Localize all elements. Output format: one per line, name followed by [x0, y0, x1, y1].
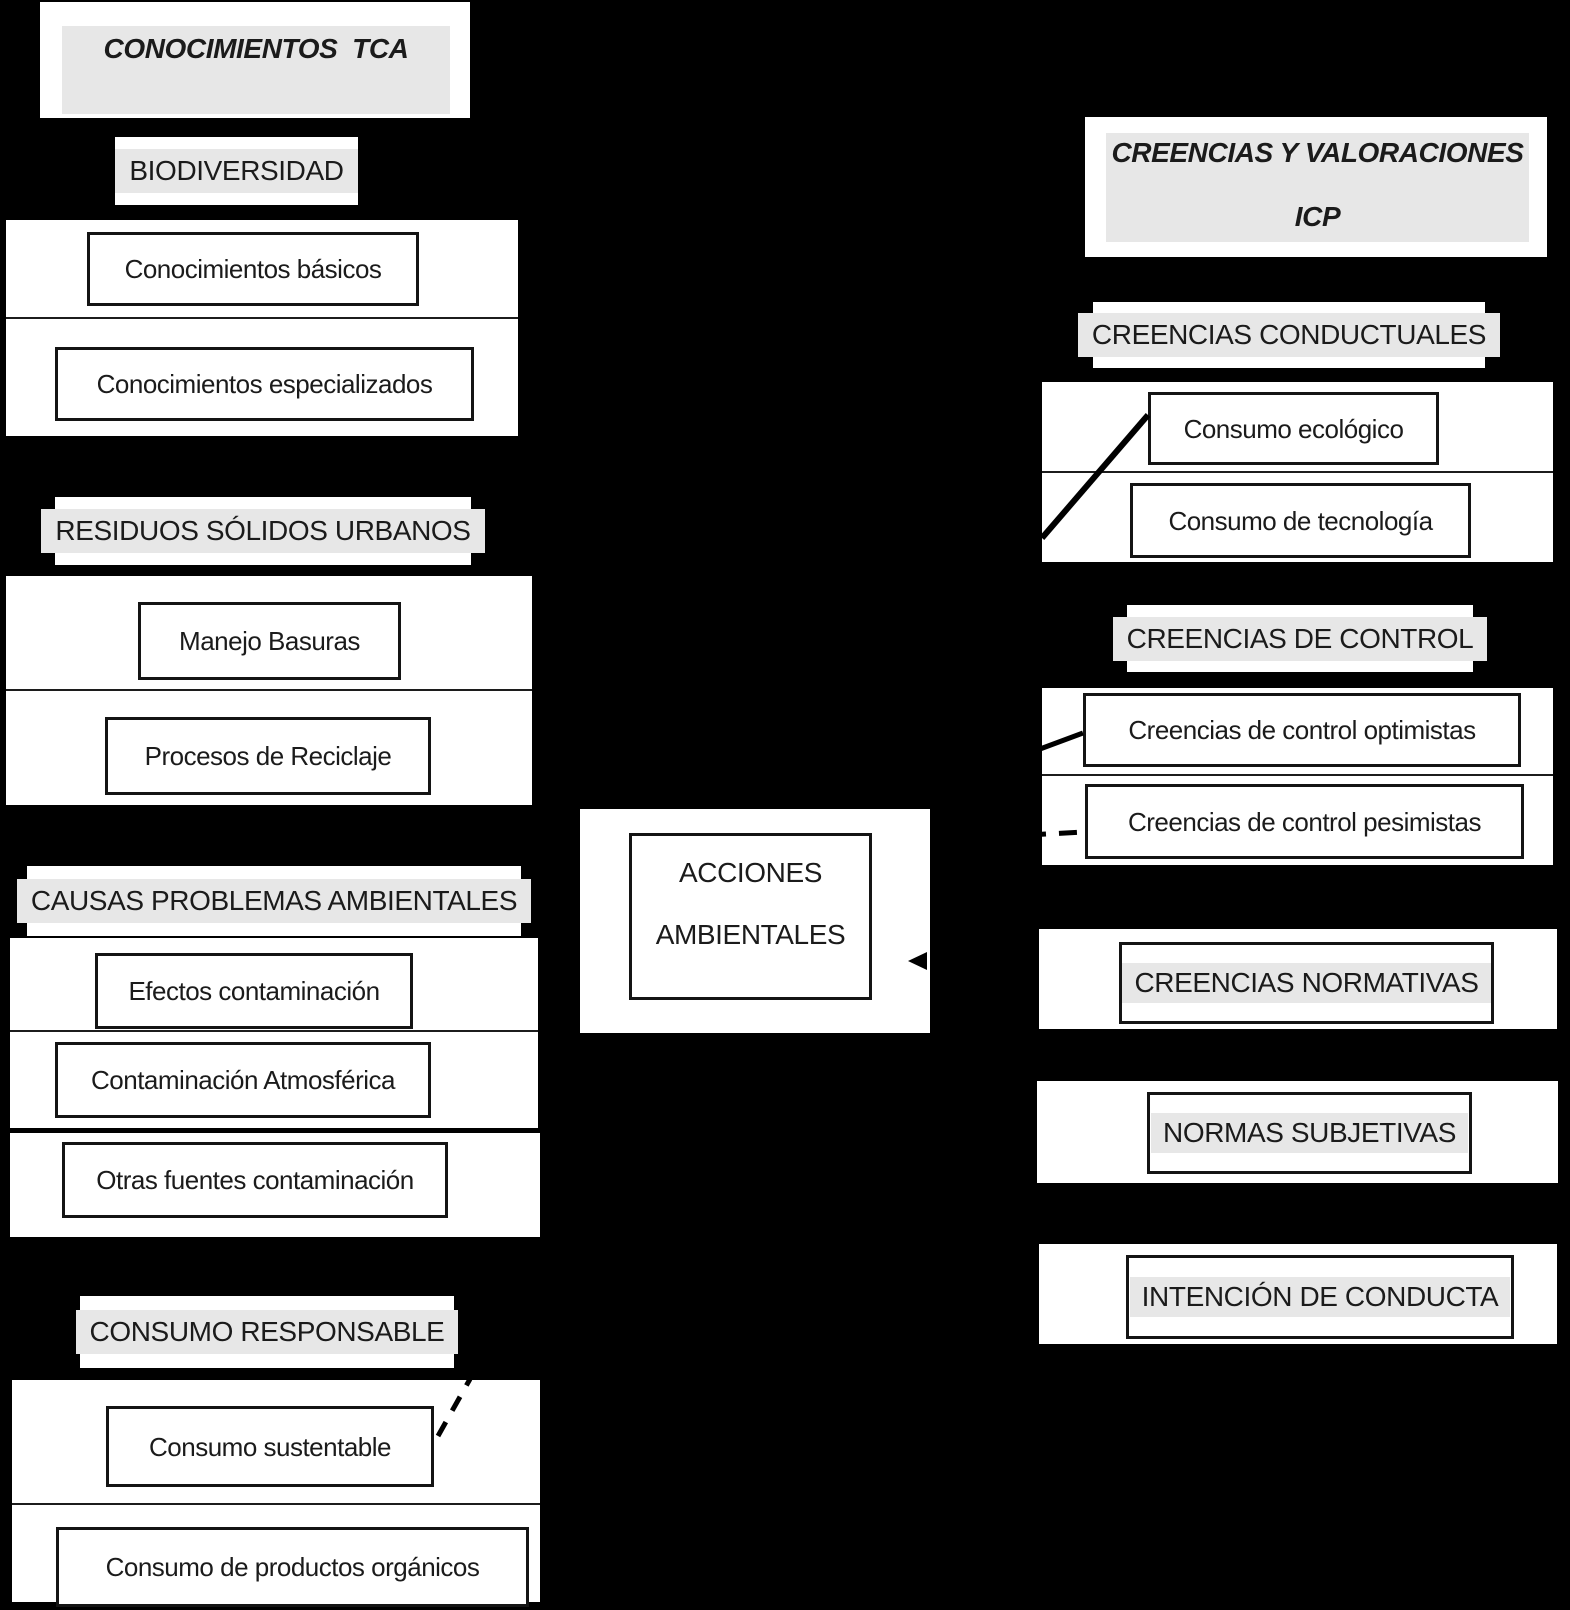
normas-subjetivas-box: NORMAS SUBJETIVAS	[1147, 1092, 1472, 1174]
creencias-conductuales-heading-box: CREENCIAS CONDUCTUALES	[1077, 302, 1501, 368]
intencion-conducta-heading: INTENCIÓN DE CONDUCTA	[1129, 1277, 1511, 1317]
item-label: Creencias de control optimistas	[1128, 715, 1476, 745]
item-label: Consumo de productos orgánicos	[105, 1552, 480, 1582]
acciones-label-line2: AMBIENTALES	[655, 919, 846, 950]
item-label: Procesos de Reciclaje	[144, 741, 392, 771]
conocimientos-tca-highlight: CONOCIMIENTOS TCA	[62, 26, 450, 114]
creencias-valoraciones-header-box: CREENCIAS Y VALORACIONES ICP	[1085, 117, 1547, 257]
causas-heading-box: CAUSAS PROBLEMAS AMBIENTALES	[16, 866, 532, 936]
item-label: Consumo sustentable	[149, 1431, 391, 1462]
biodiversidad-panel: Conocimientos básicos Conocimientos espe…	[6, 220, 518, 436]
normas-subjetivas-panel: NORMAS SUBJETIVAS	[1037, 1081, 1558, 1183]
item-label: Consumo de tecnología	[1168, 505, 1433, 536]
item-box-conocimientos-basicos: Conocimientos básicos	[87, 232, 419, 306]
item-label: Efectos contaminación	[128, 976, 380, 1006]
item-box-control-pesimistas: Creencias de control pesimistas	[1085, 784, 1524, 859]
divider-line	[6, 317, 518, 319]
causas-panel-lower: Otras fuentes contaminación	[10, 1133, 540, 1237]
creencias-valoraciones-title-line1: CREENCIAS Y VALORACIONES	[1111, 137, 1524, 168]
intencion-conducta-box: INTENCIÓN DE CONDUCTA	[1126, 1255, 1514, 1339]
item-label: Manejo Basuras	[179, 626, 360, 656]
creencias-control-heading-box: CREENCIAS DE CONTROL	[1112, 605, 1488, 672]
creencias-valoraciones-highlight: CREENCIAS Y VALORACIONES ICP	[1106, 133, 1529, 242]
item-box-efectos-contaminacion: Efectos contaminación	[95, 953, 413, 1029]
divider-line	[6, 689, 532, 691]
creencias-control-heading: CREENCIAS DE CONTROL	[1112, 616, 1488, 661]
creencias-valoraciones-title-line2: ICP	[1294, 201, 1341, 232]
creencias-normativas-heading: CREENCIAS NORMATIVAS	[1122, 963, 1491, 1003]
item-box-contaminacion-atmosferica: Contaminación Atmosférica	[55, 1042, 431, 1118]
item-box-conocimientos-especializados: Conocimientos especializados	[55, 347, 474, 421]
residuos-heading-box: RESIDUOS SÓLIDOS URBANOS	[41, 497, 485, 565]
consumo-responsable-heading: CONSUMO RESPONSABLE	[75, 1310, 459, 1354]
residuos-panel: Manejo Basuras Procesos de Reciclaje	[6, 576, 532, 805]
creencias-conductuales-heading: CREENCIAS CONDUCTUALES	[1077, 313, 1501, 357]
creencias-control-panel: Creencias de control optimistas Creencia…	[1042, 688, 1553, 865]
item-box-manejo-basuras: Manejo Basuras	[138, 602, 401, 680]
item-label: Consumo ecológico	[1183, 413, 1404, 444]
item-label: Creencias de control pesimistas	[1128, 806, 1482, 837]
causas-heading: CAUSAS PROBLEMAS AMBIENTALES	[16, 879, 532, 923]
divider-line	[12, 1503, 540, 1505]
divider-line	[1042, 471, 1553, 473]
item-label: Otras fuentes contaminación	[96, 1165, 414, 1195]
item-box-productos-organicos: Consumo de productos orgánicos	[56, 1527, 529, 1607]
item-box-otras-fuentes: Otras fuentes contaminación	[62, 1142, 448, 1218]
divider-line	[10, 1030, 538, 1032]
normas-subjetivas-heading: NORMAS SUBJETIVAS	[1151, 1113, 1468, 1153]
acciones-ambientales-box: ACCIONES AMBIENTALES	[629, 833, 872, 1000]
item-label: Conocimientos básicos	[124, 254, 382, 284]
biodiversidad-heading-box: BIODIVERSIDAD	[115, 137, 358, 205]
consumo-responsable-heading-box: CONSUMO RESPONSABLE	[75, 1296, 459, 1368]
residuos-heading: RESIDUOS SÓLIDOS URBANOS	[41, 509, 485, 553]
item-box-control-optimistas: Creencias de control optimistas	[1083, 693, 1521, 767]
item-label: Conocimientos especializados	[96, 369, 433, 399]
item-box-consumo-ecologico: Consumo ecológico	[1148, 392, 1439, 465]
causas-panel-upper: Efectos contaminación Contaminación Atmo…	[10, 938, 538, 1128]
creencias-conductuales-panel: Consumo ecológico Consumo de tecnología	[1042, 382, 1553, 562]
creencias-normativas-panel: CREENCIAS NORMATIVAS	[1039, 929, 1557, 1029]
conocimientos-tca-header-box: CONOCIMIENTOS TCA	[40, 2, 470, 118]
divider-line	[1042, 774, 1553, 776]
creencias-normativas-box: CREENCIAS NORMATIVAS	[1119, 942, 1494, 1024]
item-label: Contaminación Atmosférica	[91, 1065, 395, 1095]
conocimientos-tca-title: CONOCIMIENTOS TCA	[103, 33, 409, 64]
acciones-label-line1: ACCIONES	[678, 857, 823, 888]
intencion-conducta-panel: INTENCIÓN DE CONDUCTA	[1039, 1244, 1557, 1344]
item-box-procesos-reciclaje: Procesos de Reciclaje	[105, 717, 431, 795]
item-box-consumo-tecnologia: Consumo de tecnología	[1130, 483, 1471, 558]
consumo-panel: Consumo sustentable Consumo de productos…	[12, 1380, 540, 1607]
item-box-consumo-sustentable: Consumo sustentable	[106, 1406, 434, 1487]
biodiversidad-heading: BIODIVERSIDAD	[115, 149, 358, 193]
acciones-ambientales-panel: ACCIONES AMBIENTALES	[580, 809, 930, 1033]
